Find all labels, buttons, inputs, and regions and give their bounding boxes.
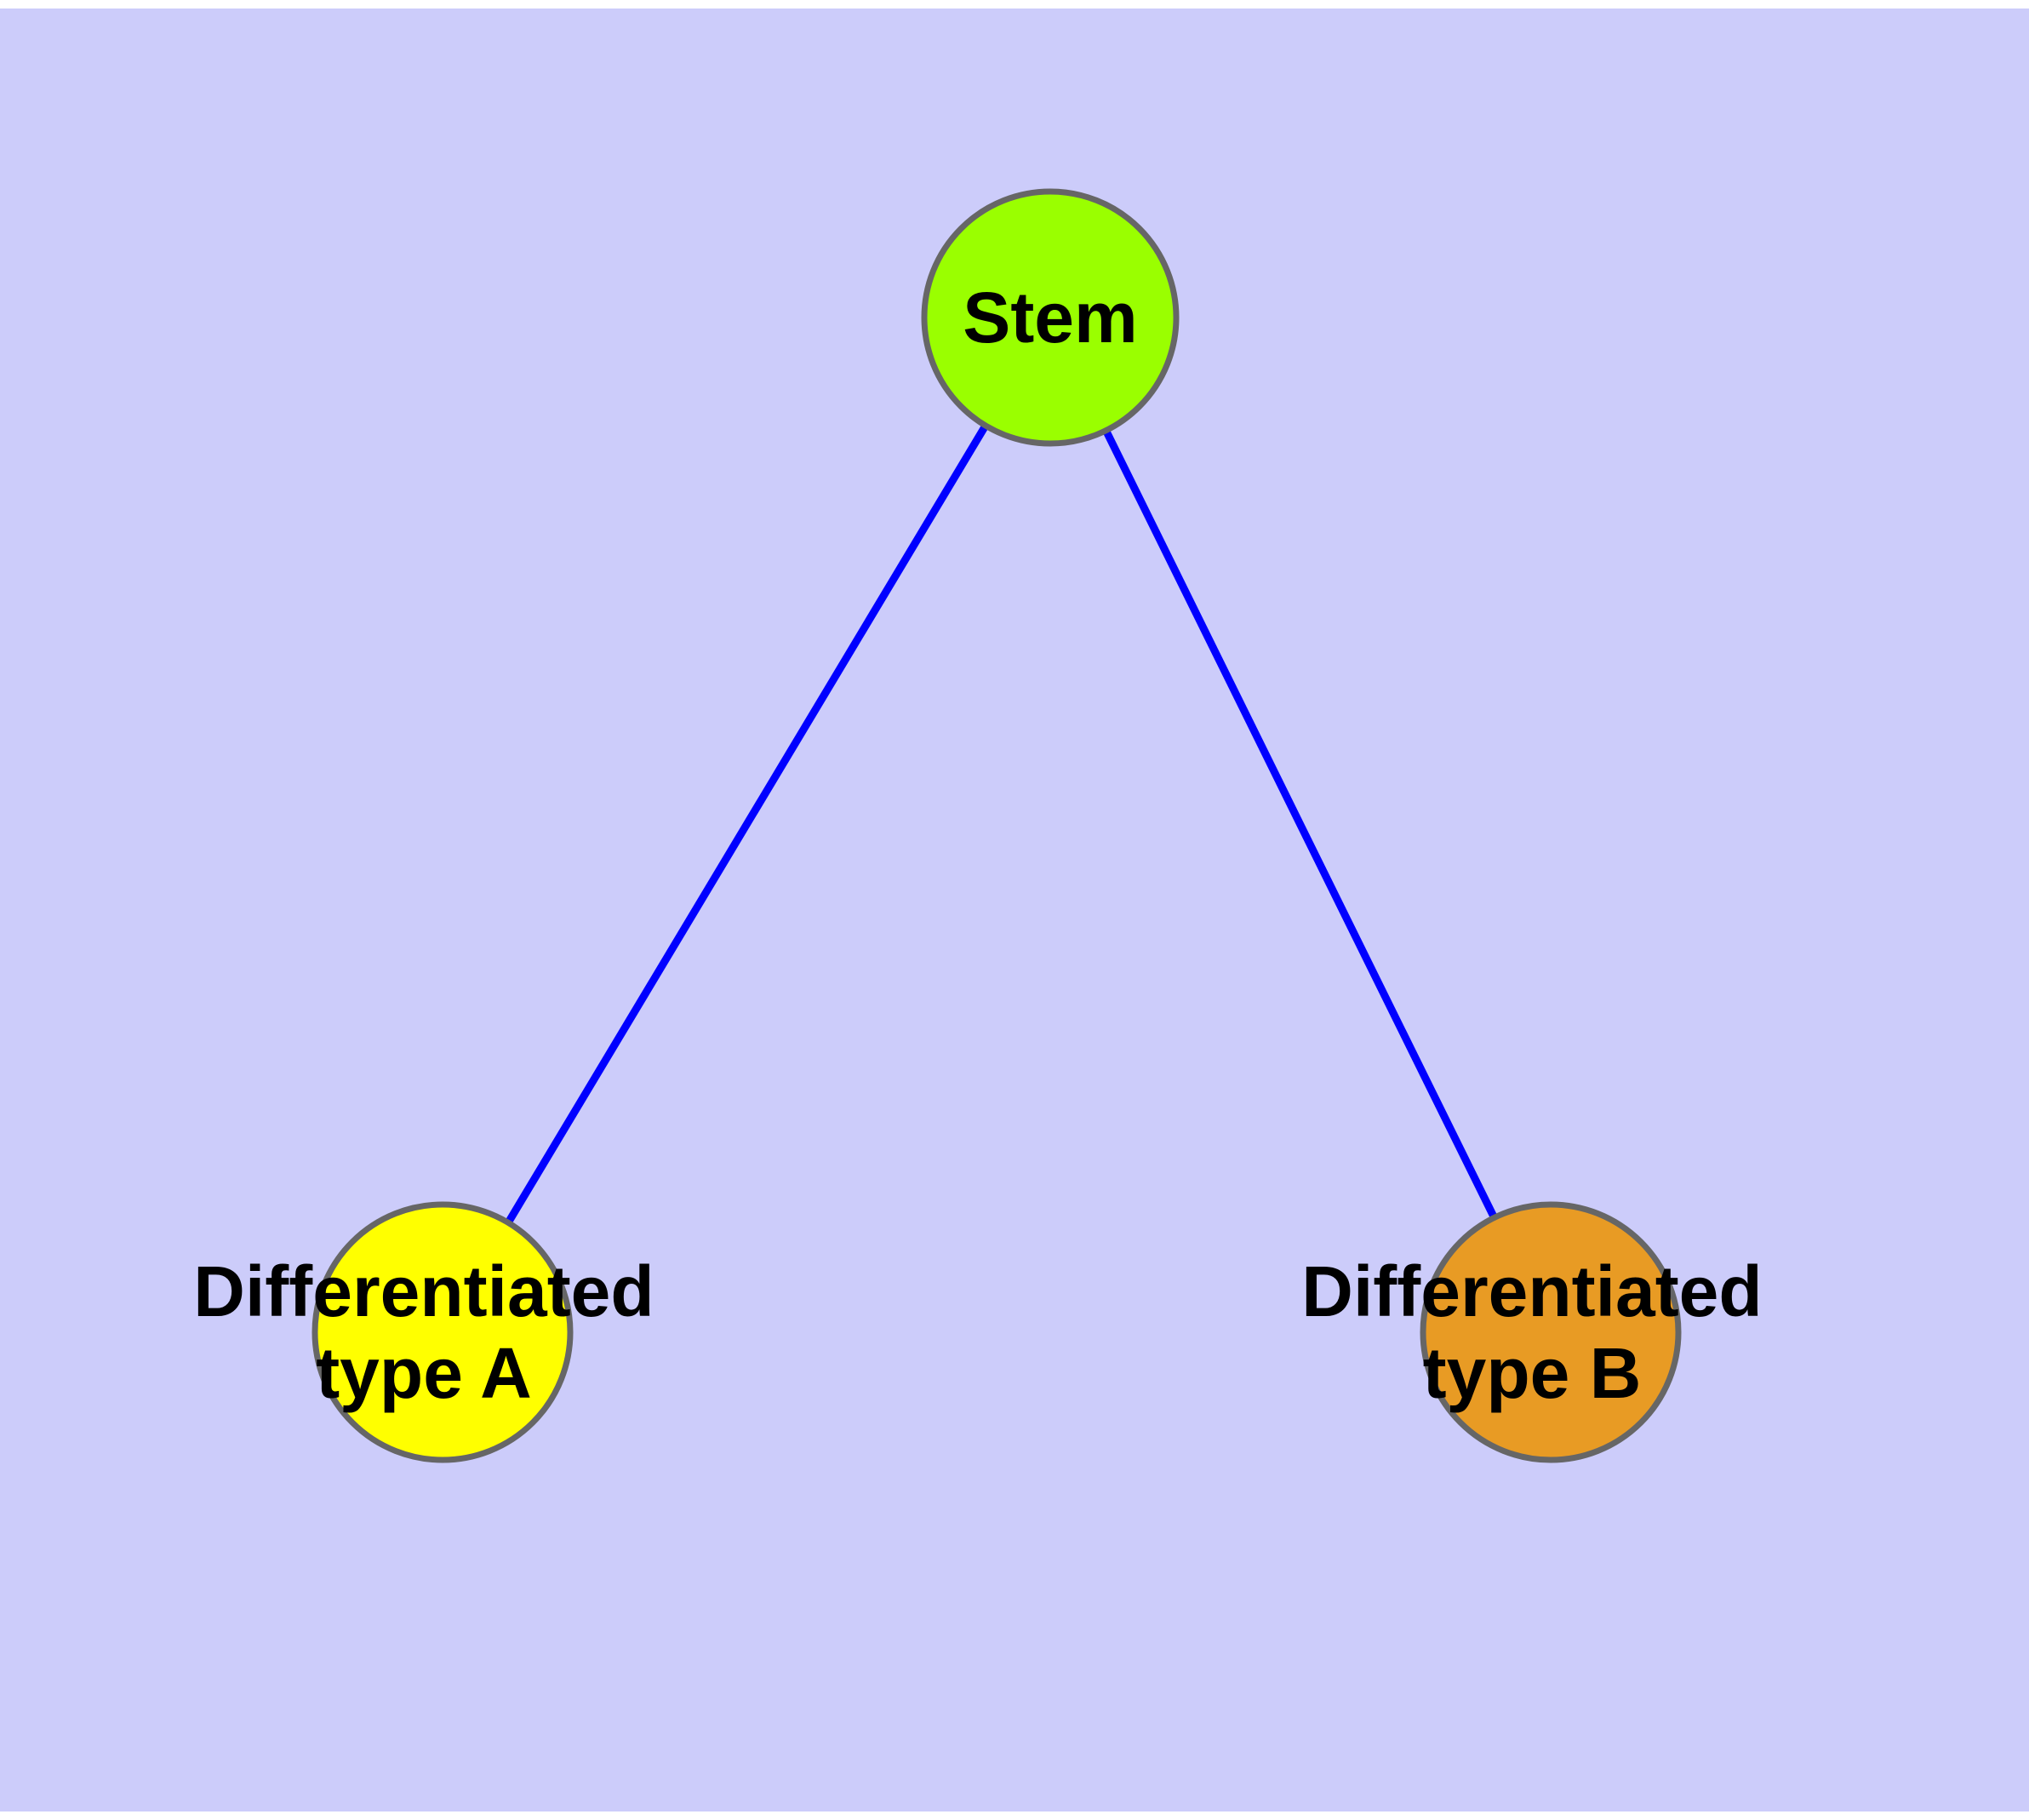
node-circle-stem[interactable]	[921, 188, 1180, 447]
node-label-line: Differentiated	[193, 1251, 654, 1331]
node-circle-diff-b[interactable]	[1420, 1201, 1682, 1463]
edge-stem-diff-b[interactable]	[1101, 426, 1499, 1222]
edge-layer	[504, 421, 1499, 1227]
node-label-line: type B	[1423, 1333, 1642, 1413]
node-label-line: Differentiated	[1301, 1251, 1762, 1331]
node-label-stem: Stem	[963, 278, 1137, 358]
node-label-line: type A	[316, 1333, 532, 1413]
edge-stem-diff-a[interactable]	[504, 421, 990, 1227]
node-stem[interactable]: Stem	[921, 188, 1180, 447]
node-label-line: Stem	[963, 278, 1137, 358]
node-circle-diff-a[interactable]	[311, 1201, 574, 1463]
